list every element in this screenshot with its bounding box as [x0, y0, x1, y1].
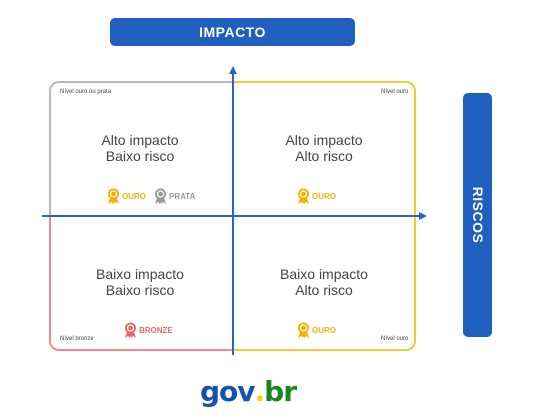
quadrant-frame-top-left [49, 81, 233, 216]
quadrant-title-line2: Alto risco [295, 282, 353, 298]
quadrant-title-line1: Alto impacto [285, 132, 363, 148]
quadrant-title-line1: Baixo impacto [280, 266, 368, 282]
medal-icon [298, 322, 309, 338]
impact-banner: IMPACTO [110, 18, 355, 46]
quadrant-title-line1: Baixo impacto [96, 266, 184, 282]
quadrant-title-bottom-right: Baixo impacto Alto risco [234, 266, 414, 298]
badges-top-right: OURO [297, 188, 336, 205]
quadrant-title-line1: Alto impacto [101, 132, 179, 148]
badge-label: OURO [312, 326, 336, 335]
logo-dot: . [254, 375, 266, 408]
badge-gold: OURO [297, 188, 336, 205]
quadrant-frame-top-right [233, 81, 416, 216]
badges-top-left: OURO PRATA [107, 188, 195, 205]
quadrant-frame-bottom-left [49, 216, 233, 351]
badge-label: OURO [122, 192, 146, 201]
badge-gold: OURO [107, 188, 146, 205]
horizontal-axis-arrow [419, 212, 427, 220]
quadrant-title-line2: Baixo risco [105, 282, 175, 298]
quadrant-title-bottom-left: Baixo impacto Baixo risco [50, 266, 230, 298]
quadrant-frame-bottom-right [233, 216, 416, 351]
corner-label-bottom-left: Nível bronze [60, 336, 94, 342]
logo-part-gov: gov [200, 375, 256, 408]
corner-label-top-left: Nível ouro ou prata [60, 89, 112, 95]
corner-label-top-right: Nível ouro [381, 89, 409, 95]
quadrant-title-top-left: Alto impacto Baixo risco [50, 132, 230, 164]
quadrant-title-line2: Baixo risco [105, 148, 175, 164]
risk-banner: RISCOS [463, 93, 492, 337]
badge-gold: OURO [297, 322, 336, 339]
vertical-axis-arrow [229, 66, 237, 74]
badges-bottom-right: OURO [297, 322, 336, 339]
quadrant-title-top-right: Alto impacto Alto risco [234, 132, 414, 164]
govbr-logo: gov.br [200, 372, 335, 408]
badge-label: BRONZE [139, 326, 173, 335]
badge-bronze: BRONZE [124, 322, 173, 339]
logo-part-br: br [264, 375, 297, 408]
medal-icon [298, 188, 309, 204]
quadrant-title-line2: Alto risco [295, 148, 353, 164]
medal-icon [108, 188, 119, 204]
medal-icon [125, 322, 136, 338]
impact-label: IMPACTO [199, 24, 266, 40]
badges-bottom-left: BRONZE [124, 322, 173, 339]
corner-label-bottom-right: Nível ouro [381, 336, 409, 342]
badge-silver: PRATA [154, 188, 195, 205]
badge-label: OURO [312, 192, 336, 201]
medal-icon [155, 188, 166, 204]
badge-label: PRATA [169, 192, 196, 201]
